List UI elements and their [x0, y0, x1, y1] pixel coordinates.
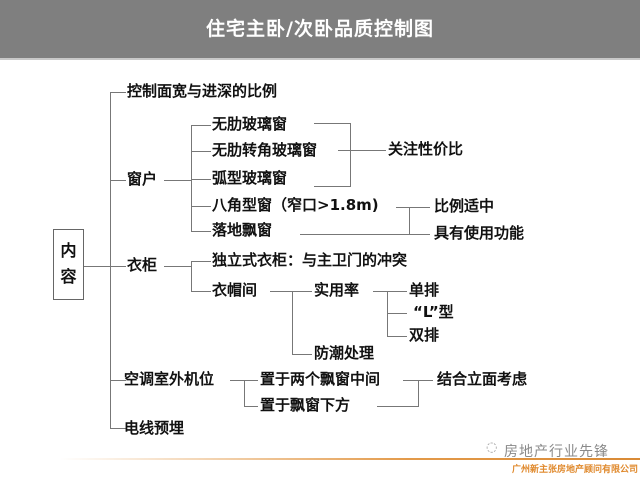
- connector: [350, 150, 386, 151]
- root-box: [53, 229, 84, 300]
- usage-double-row: 双排: [409, 326, 440, 344]
- note-value: 关注性价比: [388, 140, 464, 158]
- connector: [191, 206, 211, 207]
- connector: [110, 266, 126, 267]
- window-item-3: 弧型玻璃窗: [212, 169, 288, 187]
- brand-name: 房地产行业先锋: [504, 444, 609, 460]
- connector: [350, 123, 351, 187]
- connector: [191, 125, 211, 126]
- connector: [84, 266, 111, 267]
- ac-note: 结合立面考虑: [437, 370, 528, 388]
- connector: [191, 179, 211, 180]
- footer-accent-line: [60, 458, 640, 460]
- connector: [409, 207, 410, 235]
- root-label-line2: 容: [60, 267, 77, 286]
- usage-l-shape: “L”型: [413, 303, 454, 321]
- connector: [270, 291, 312, 292]
- connector: [110, 380, 126, 381]
- connector: [110, 428, 126, 429]
- window-item-2: 无肋转角玻璃窗: [212, 141, 318, 159]
- node-ac: 空调室外机位: [124, 370, 215, 388]
- connector: [164, 180, 191, 181]
- connector: [244, 380, 245, 406]
- connector: [338, 150, 350, 151]
- root-label-line1: 内: [60, 241, 77, 260]
- connector: [110, 92, 111, 429]
- usage-single-row: 单排: [409, 281, 440, 299]
- node-ratio: 控制面宽与进深的比例: [127, 82, 278, 100]
- connector: [191, 125, 192, 232]
- connector: [164, 266, 191, 267]
- connector: [418, 380, 419, 407]
- connector: [191, 261, 211, 262]
- root-label: 内 容: [53, 238, 84, 290]
- window-item-5: 落地飘窗: [212, 221, 273, 239]
- usage-rate: 实用率: [314, 281, 360, 299]
- connector: [377, 406, 418, 407]
- connector: [191, 261, 192, 291]
- ac-item-2: 置于飘窗下方: [260, 396, 351, 414]
- connector: [314, 186, 350, 187]
- connector: [244, 406, 258, 407]
- node-wiring: 电线预埋: [124, 419, 185, 437]
- window-item-4: 八角型窗（窄口>1.8m): [212, 196, 379, 214]
- connector: [110, 180, 126, 181]
- connector: [396, 207, 430, 208]
- window-item-1: 无肋玻璃窗: [212, 115, 288, 133]
- header-bar: [0, 0, 640, 60]
- connector: [292, 291, 293, 354]
- connector: [191, 291, 211, 292]
- connector: [110, 92, 126, 93]
- connector: [292, 354, 312, 355]
- company-name: 广州新主张房地产顾问有限公司: [512, 465, 639, 475]
- page-title: 住宅主卧/次卧品质控制图: [206, 18, 434, 40]
- wardrobe-standalone: 独立式衣柜：与主卫门的冲突: [212, 251, 408, 269]
- node-wardrobe: 衣柜: [127, 256, 158, 274]
- connector: [314, 123, 350, 124]
- moisture-proofing: 防潮处理: [314, 344, 375, 362]
- wardrobe-cloakroom: 衣帽间: [212, 281, 258, 299]
- connector: [191, 231, 211, 232]
- connector: [300, 234, 430, 235]
- connector: [373, 291, 407, 292]
- note-function: 具有使用功能: [434, 224, 525, 242]
- wechat-icon: ◌: [486, 440, 498, 455]
- connector: [387, 313, 407, 314]
- connector: [387, 336, 407, 337]
- node-window: 窗户: [127, 170, 158, 188]
- connector: [191, 151, 211, 152]
- ac-item-1: 置于两个飘窗中间: [260, 370, 381, 388]
- note-ratio: 比例适中: [434, 197, 495, 215]
